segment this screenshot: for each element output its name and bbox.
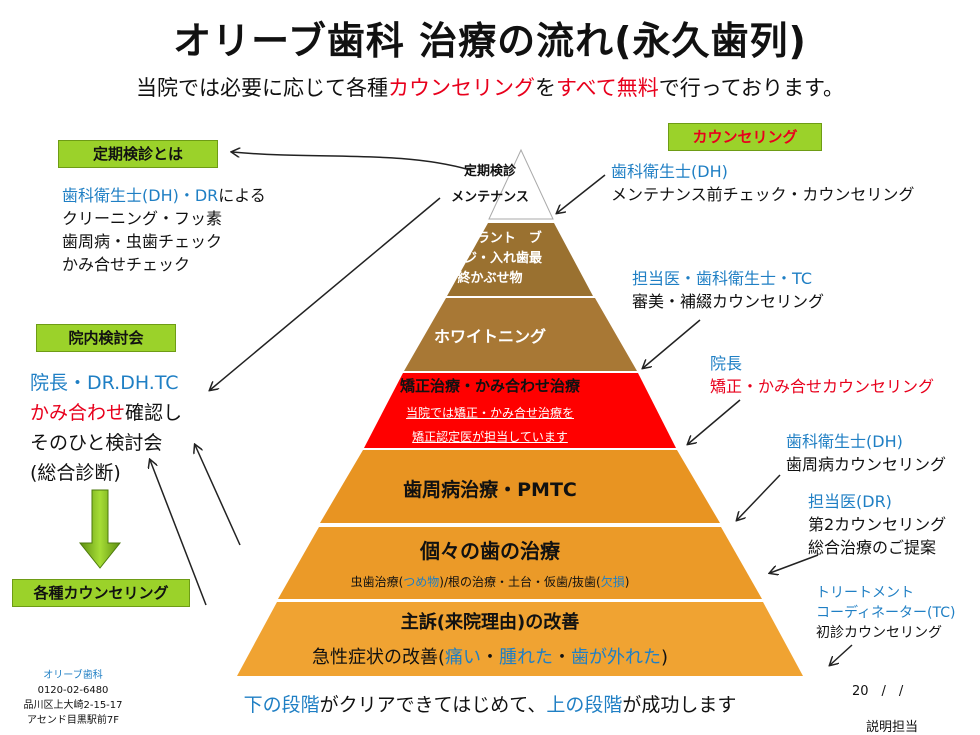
tag-counseling: カウンセリング — [668, 123, 822, 151]
arrow-r4 — [737, 474, 781, 520]
pyramid-tier-4 — [364, 373, 676, 448]
presenter-field: 説明担当 — [866, 720, 919, 735]
arrow-r6 — [830, 644, 853, 665]
arrow-r5 — [770, 554, 819, 573]
arrow-tier5-left — [195, 445, 241, 546]
pyramid-tier-3 — [404, 298, 637, 371]
arrow-r1 — [557, 174, 606, 213]
pyramid-tier-7 — [237, 602, 803, 676]
tier1-label-b: メンテナンス — [451, 190, 529, 205]
clinic-info: オリーブ歯科 0120-02-6480 品川区上大崎2-15-17 アセンド目黒… — [23, 670, 123, 726]
tag-meeting: 院内検討会 — [36, 324, 176, 352]
tier3-label: ホワイトニング — [433, 327, 546, 346]
right-group-1: 歯科衛生士(DH) メンテナンス前チェック・カウンセリング — [611, 162, 915, 204]
tier4-label-b: 当院では矯正・かみ合せ治療を — [405, 406, 574, 420]
arrow-tier7-left — [150, 460, 207, 606]
tag-various-counseling: 各種カウンセリング — [12, 579, 190, 607]
right-group-3: 院長 矯正・かみ合せカウンセリング — [710, 354, 935, 396]
tag-checkup: 定期検診とは — [58, 140, 218, 168]
pyramid-tier-6 — [278, 527, 762, 599]
arrow-to-checkup — [232, 152, 471, 171]
green-down-arrow — [78, 489, 122, 569]
checkup-description: 歯科衛生士(DH)・DRによる クリーニング・フッ素 歯周病・虫歯チェック かみ… — [62, 186, 266, 274]
tier7-label-a: 主訴(来院理由)の改善 — [400, 612, 580, 633]
meeting-description: 院長・DR.DH.TC かみ合わせ確認し そのひと検討会 (総合診断) — [30, 372, 183, 484]
right-group-6: トリートメント コーディネーター(TC) 初診カウンセリング — [816, 585, 956, 641]
arrow-r2 — [643, 319, 701, 368]
tier7-label-b: 急性症状の改善(痛い・腫れた・歯が外れた) — [311, 647, 669, 668]
right-group-2: 担当医・歯科衛生士・TC 審美・補綴カウンセリング — [632, 269, 825, 311]
pyramid-tier-5 — [320, 450, 720, 523]
tier2-label-c: 終かぶせ物 — [457, 271, 523, 286]
bottom-message: 下の段階がクリアできてはじめて、上の段階が成功します — [243, 694, 737, 716]
right-group-4: 歯科衛生士(DH) 歯周病カウンセリング — [786, 432, 947, 474]
pyramid-tier-1-shape — [488, 148, 554, 220]
tier5-label: 歯周病治療・PMTC — [403, 479, 577, 501]
tier4-label-a: 矯正治療・かみ合わせ治療 — [399, 377, 580, 395]
page-title: オリーブ歯科 治療の流れ(永久歯列) — [173, 19, 807, 63]
tier6-label-a: 個々の歯の治療 — [420, 539, 560, 563]
arrow-to-meeting — [210, 197, 441, 390]
tier1-label-a: 定期検診 — [463, 164, 516, 179]
date-field: 20 / / — [852, 684, 904, 699]
right-group-5: 担当医(DR) 第2カウンセリング 総合治療のご提案 — [808, 492, 947, 557]
tier2-label-b: リッジ・入れ歯最 — [437, 251, 542, 266]
arrow-r3 — [688, 399, 741, 444]
tier2-label-a: インプラント ブ — [438, 231, 542, 246]
page-subtitle: 当院では必要に応じて各種カウンセリングをすべて無料で行っております。 — [136, 76, 844, 100]
pyramid-tier-2 — [447, 223, 593, 296]
tier4-label-c: 矯正認定医が担当しています — [412, 430, 568, 444]
tier6-label-b: 虫歯治療(つめ物)/根の治療・土台・仮歯/抜歯(欠損) — [350, 575, 630, 589]
